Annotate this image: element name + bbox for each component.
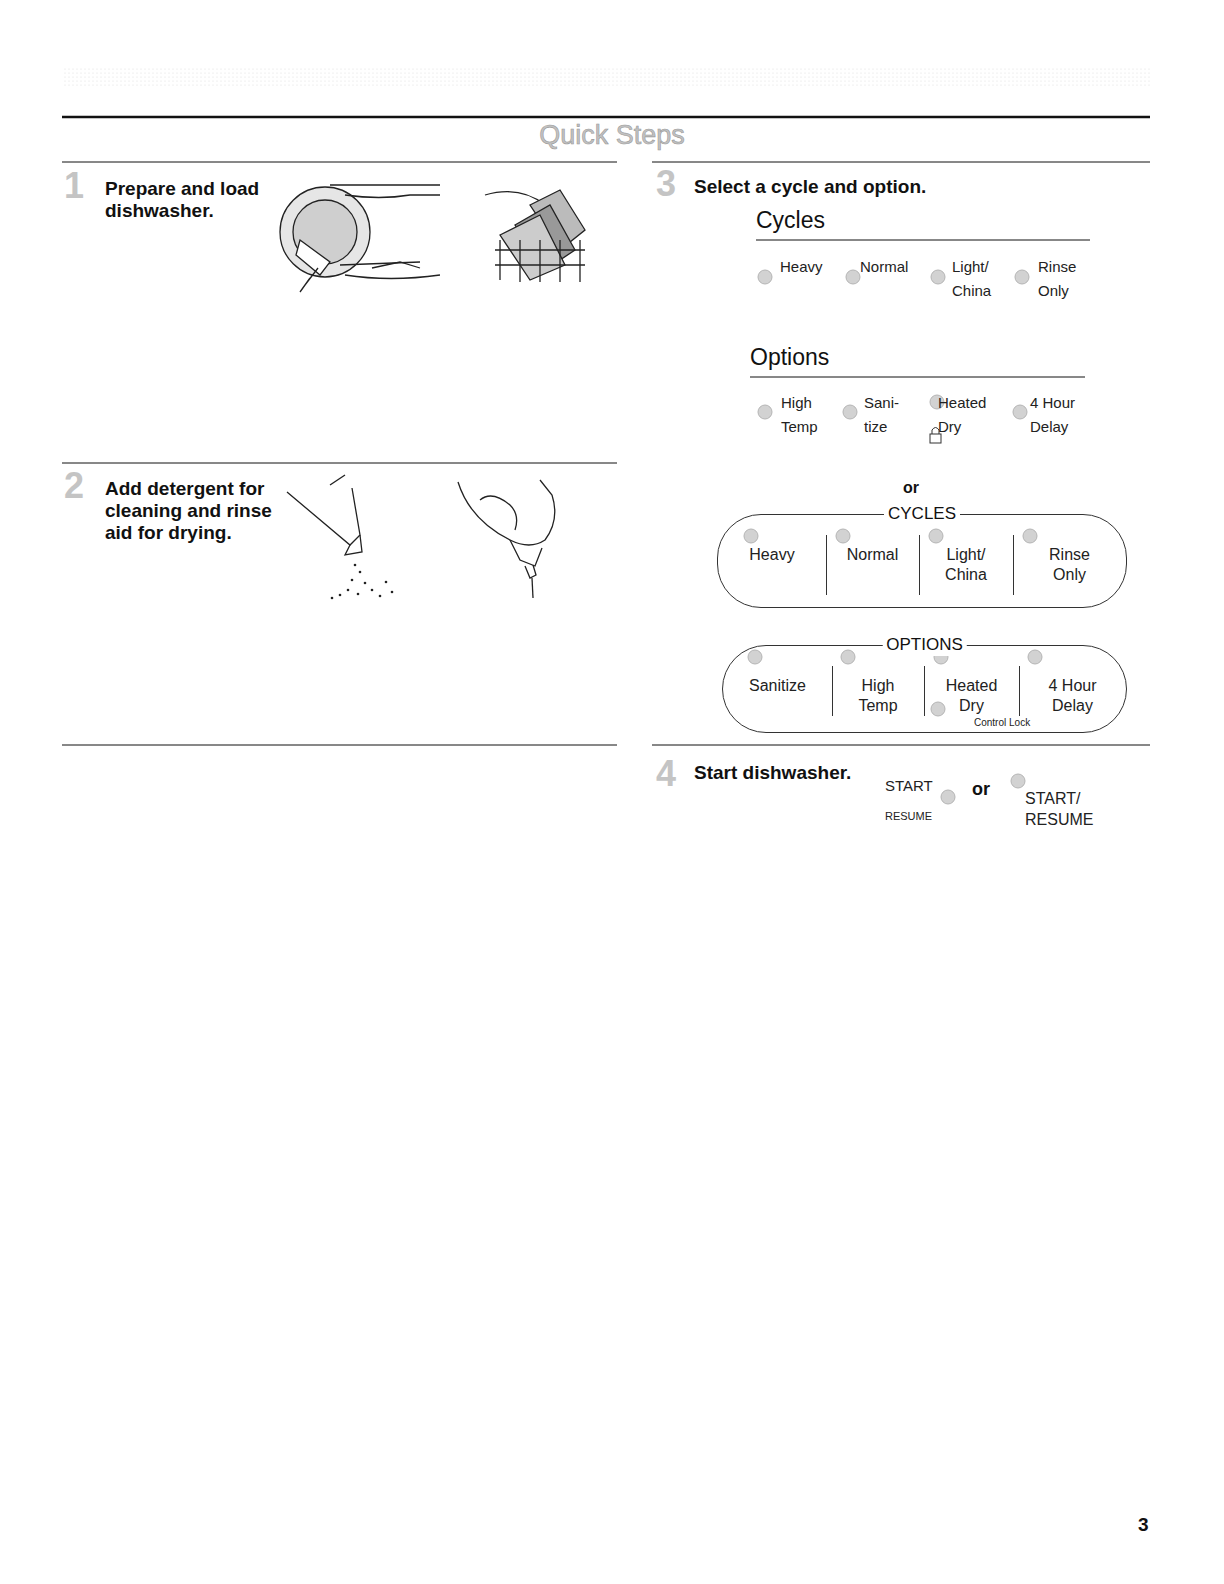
button-cell: 4 Hour Delay (1019, 646, 1126, 726)
control-panel: CYCLESHeavyNormalLight/ ChinaRinse Only (717, 514, 1127, 608)
page-number: 3 (1138, 1514, 1149, 1537)
button-cell: Heated DryControl Lock (924, 646, 1019, 730)
button-label: START/ RESUME (1025, 789, 1093, 831)
rack-illustration (485, 190, 585, 282)
button-label: Light/ China (933, 545, 999, 585)
button-cell: Normal (826, 515, 919, 605)
indicator-light (1011, 774, 1025, 788)
indicator-light (1013, 405, 1027, 419)
button-cell: Light/ China (919, 515, 1013, 605)
indicator-light (836, 529, 850, 543)
cell-divider (1013, 535, 1014, 595)
option-label: High Temp (781, 391, 826, 439)
option-label: Heated Dry (938, 391, 993, 439)
or-text: or (903, 478, 919, 497)
indicator-light (1015, 270, 1029, 284)
step-number: 4 (656, 756, 676, 792)
detergent-illustration (287, 475, 393, 599)
button-label: 4 Hour Delay (1040, 676, 1106, 716)
rules (62, 117, 1150, 745)
section-heading: Cycles (756, 208, 825, 233)
rinse-aid-illustration (458, 480, 555, 598)
cell-divider (832, 666, 833, 716)
panel-heading: CYCLES (884, 503, 960, 525)
indicator-light (748, 650, 762, 664)
step-text: Select a cycle and option. (694, 176, 926, 198)
button-label: Sanitize (745, 676, 811, 696)
indicator-light (846, 270, 860, 284)
indicator-light (758, 405, 772, 419)
indicator-light (758, 270, 772, 284)
button-label: Rinse Only (1037, 545, 1103, 585)
step-number: 3 (656, 166, 676, 202)
sub-label: Control Lock (974, 717, 1030, 728)
option-label: Sani- tize (864, 391, 904, 439)
indicator-light (843, 405, 857, 419)
cycle-label: Normal (860, 255, 908, 279)
cycle-label: Rinse Only (1038, 255, 1083, 303)
button-label: RESUME (885, 810, 932, 823)
indicator-light (931, 702, 945, 716)
button-label: Normal (840, 545, 906, 565)
step-text: Prepare and load dishwasher. (105, 178, 280, 222)
button-cell: Sanitize (723, 646, 832, 726)
cycle-label: Light/ China (952, 255, 1002, 303)
cell-divider (919, 535, 920, 595)
cell-divider (1019, 666, 1020, 716)
indicator-light (841, 650, 855, 664)
button-label: Heavy (739, 545, 805, 565)
button-cell: Heavy (718, 515, 826, 605)
cycle-label: Heavy (780, 255, 823, 279)
step-text: Start dishwasher. (694, 762, 851, 784)
indicator-light (929, 529, 943, 543)
indicator-light (941, 790, 955, 804)
button-label: Heated Dry (939, 676, 1005, 716)
control-panel: OPTIONSSanitizeHigh TempHeated DryContro… (722, 645, 1127, 733)
indicator-light (744, 529, 758, 543)
indicator-light (1023, 529, 1037, 543)
plate-illustration (280, 185, 440, 292)
step-text: Add detergent for cleaning and rinse aid… (105, 478, 273, 544)
cell-divider (924, 666, 925, 716)
button-label: START (885, 777, 933, 795)
step-number: 1 (64, 168, 84, 204)
indicator-light (1028, 650, 1042, 664)
button-cell: High Temp (832, 646, 924, 726)
page-title: Quick Steps (0, 120, 1224, 151)
button-label: High Temp (845, 676, 911, 716)
panel-heading: OPTIONS (882, 634, 967, 656)
option-label: 4 Hour Delay (1030, 391, 1085, 439)
step-number: 2 (64, 468, 84, 504)
or-text: or (972, 779, 990, 801)
cell-divider (826, 535, 827, 595)
button-cell: Rinse Only (1013, 515, 1126, 605)
header-band (62, 68, 1150, 88)
section-heading: Options (750, 345, 829, 370)
indicator-light (931, 270, 945, 284)
